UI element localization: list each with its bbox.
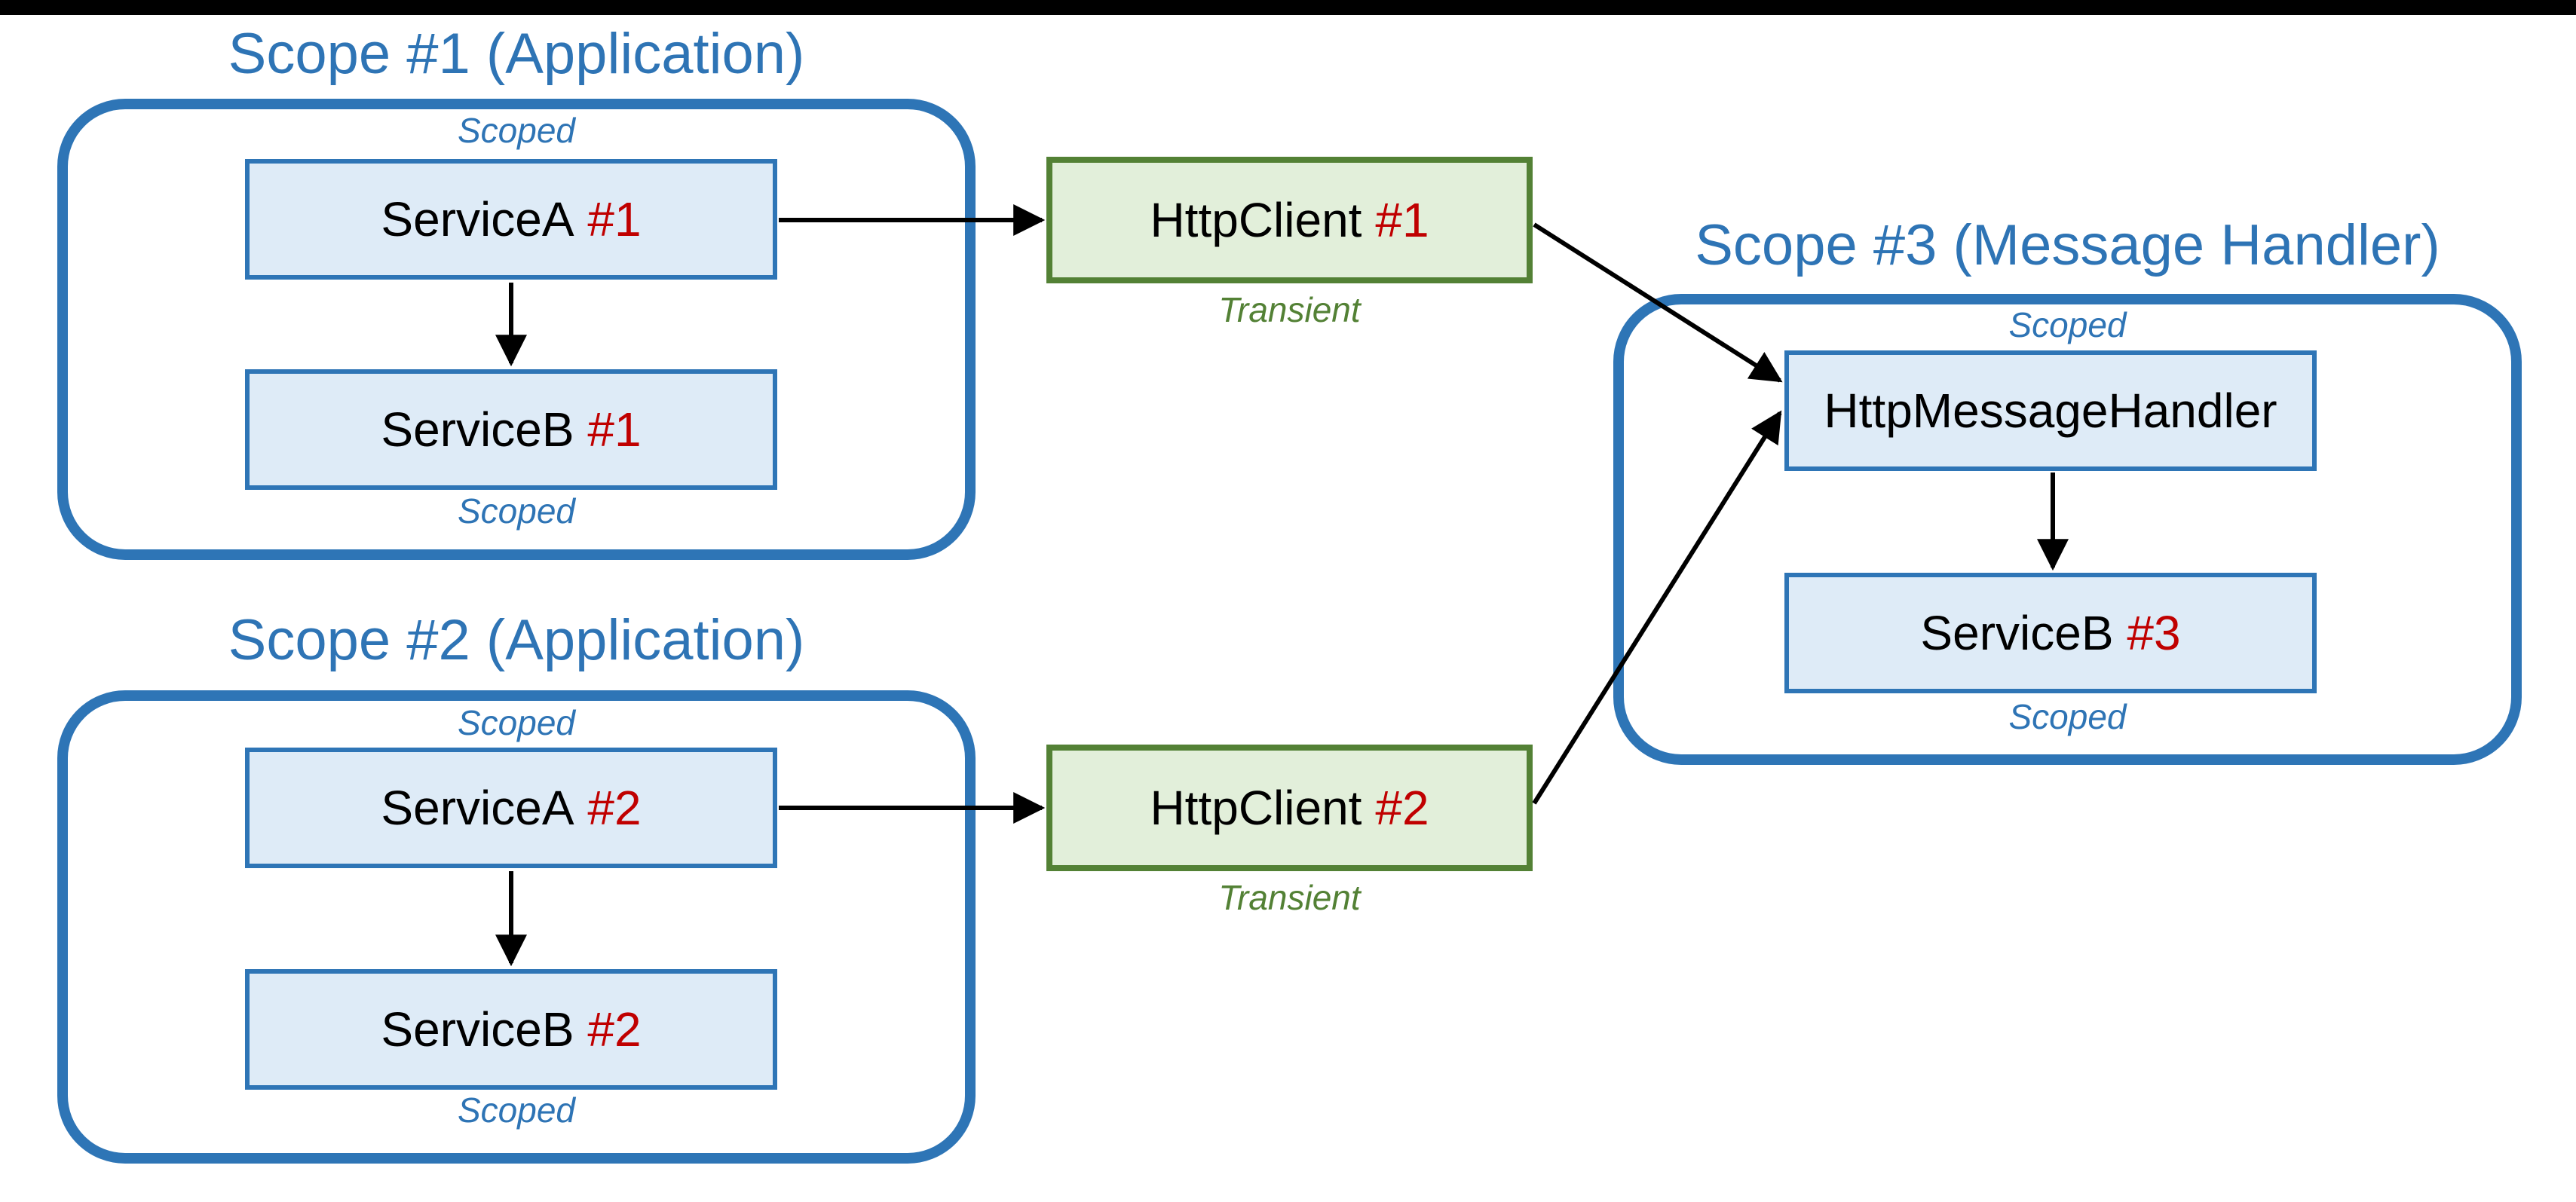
- scope3-top-lifetime-label: Scoped: [2008, 305, 2127, 344]
- node-serviceb-3-instance: #3: [2127, 606, 2181, 660]
- node-serviceb-1: ServiceB #1: [245, 369, 777, 490]
- node-serviceb-2-instance: #2: [587, 1002, 642, 1057]
- node-serviceb-1-instance: #1: [587, 402, 642, 457]
- node-httpclient-2-label: HttpClient: [1150, 781, 1362, 835]
- httpclient-2-lifetime-label: Transient: [1218, 878, 1361, 917]
- scope2-top-lifetime-label: Scoped: [457, 703, 575, 742]
- node-servicea-2: ServiceA #2: [245, 748, 777, 868]
- node-servicea-1-label: ServiceA: [381, 192, 574, 246]
- scope1-top-lifetime-label: Scoped: [457, 111, 575, 150]
- top-black-bar: [0, 0, 2576, 15]
- scope3-boundary: [1613, 294, 2522, 765]
- scope3-title: Scope #3 (Message Handler): [1695, 213, 2440, 277]
- node-httpmessagehandler: HttpMessageHandler: [1784, 350, 2317, 471]
- node-httpclient-2: HttpClient #2: [1046, 745, 1533, 871]
- node-httpclient-1-instance: #1: [1375, 193, 1429, 247]
- node-httpclient-1-label: HttpClient: [1150, 193, 1362, 247]
- scope1-bottom-lifetime-label: Scoped: [457, 491, 575, 531]
- node-servicea-1-instance: #1: [587, 192, 642, 246]
- node-serviceb-2: ServiceB #2: [245, 969, 777, 1090]
- scope2-bottom-lifetime-label: Scoped: [457, 1090, 575, 1130]
- node-serviceb-2-label: ServiceB: [381, 1002, 574, 1057]
- node-servicea-1: ServiceA #1: [245, 159, 777, 280]
- scope3-bottom-lifetime-label: Scoped: [2008, 697, 2127, 736]
- httpclient-1-lifetime-label: Transient: [1218, 290, 1361, 329]
- node-httpclient-2-instance: #2: [1375, 781, 1429, 835]
- scope1-title: Scope #1 (Application): [228, 22, 805, 86]
- node-servicea-2-label: ServiceA: [381, 781, 574, 835]
- node-servicea-2-instance: #2: [587, 781, 642, 835]
- node-httpmessagehandler-label: HttpMessageHandler: [1824, 384, 2277, 438]
- node-serviceb-3-label: ServiceB: [1920, 606, 2114, 660]
- node-httpclient-1: HttpClient #1: [1046, 157, 1533, 283]
- node-serviceb-1-label: ServiceB: [381, 402, 574, 457]
- scope1-boundary: [57, 99, 976, 560]
- node-serviceb-3: ServiceB #3: [1784, 573, 2317, 693]
- scope2-title: Scope #2 (Application): [228, 608, 805, 672]
